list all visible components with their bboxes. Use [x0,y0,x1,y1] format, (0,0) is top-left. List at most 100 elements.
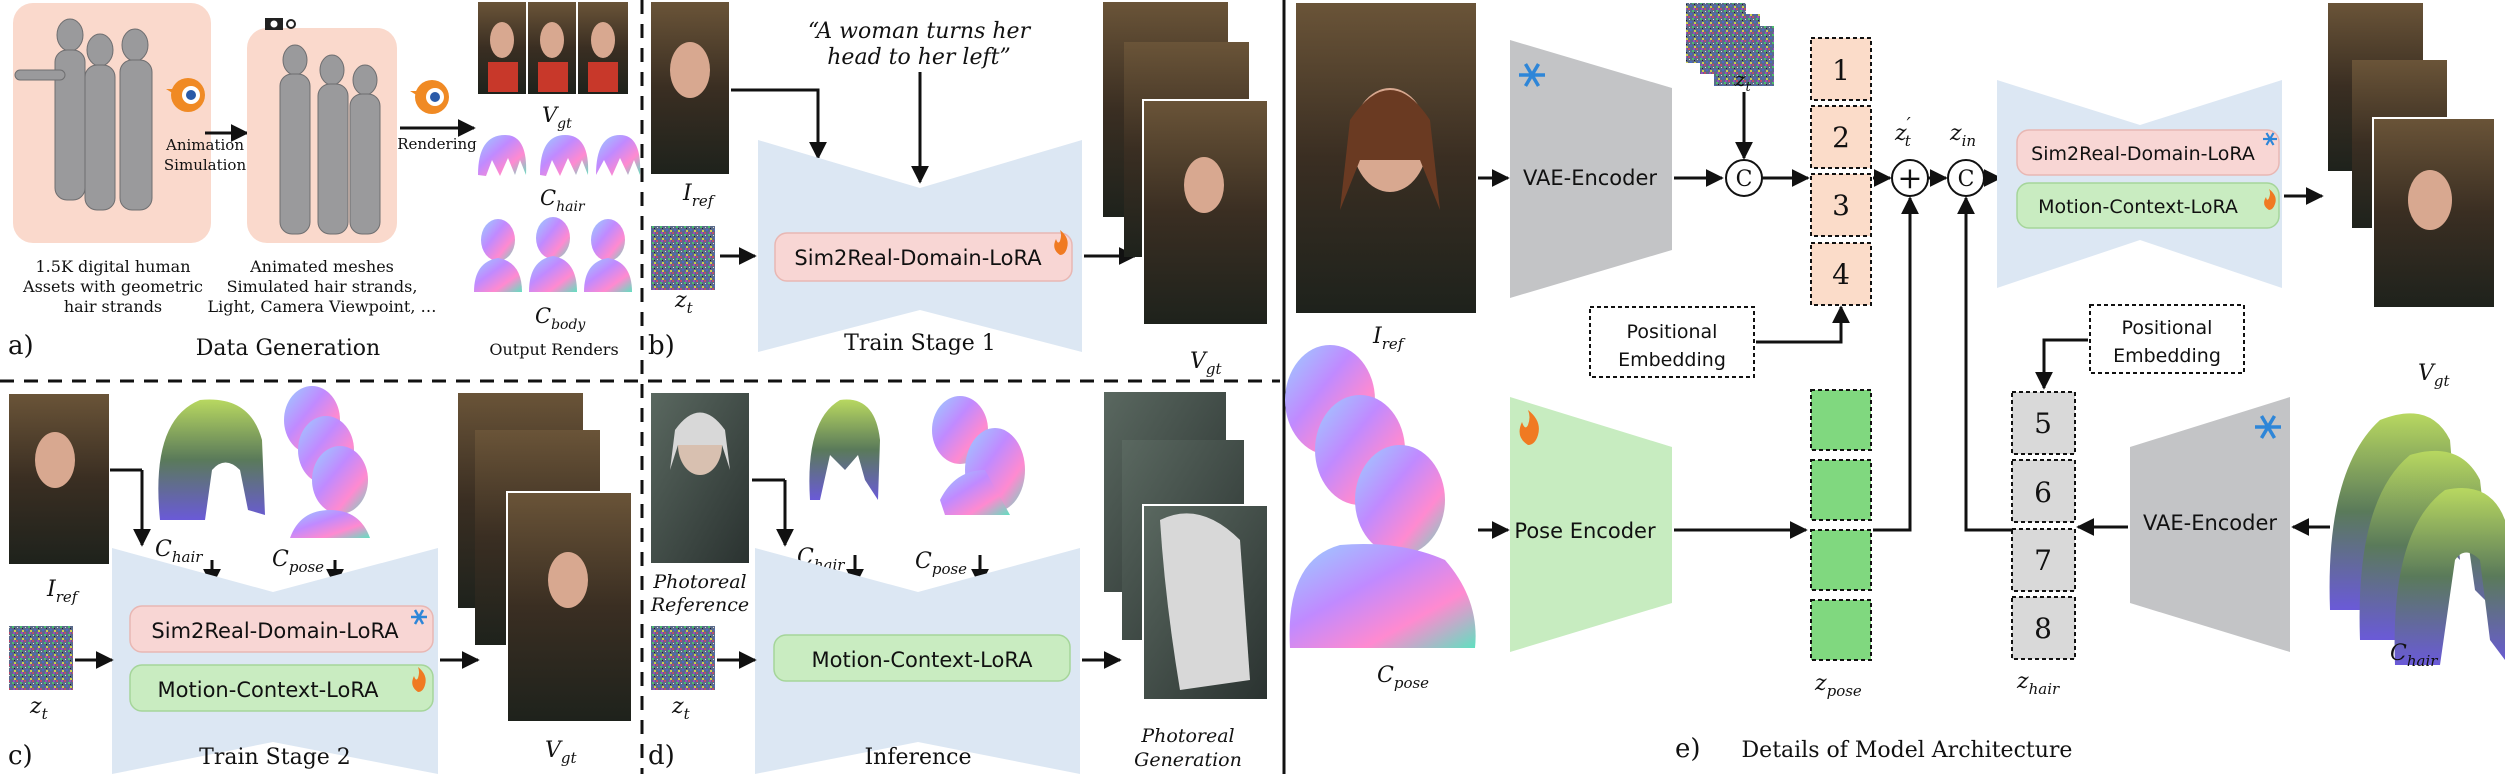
vgt-label-b: Vgt [1190,349,1222,378]
tokens-hair: 5 6 7 8 [2011,391,2076,660]
unet-stage2 [112,548,438,774]
chair-label: Chair [540,186,586,215]
pose-encoder [1510,397,1672,652]
photoreal-ref-caption-1: Photoreal [652,571,746,593]
arrow-pose-plus [1873,196,1919,532]
token-8 [2011,596,2076,660]
hair-geometry-d [809,399,880,500]
token-2 [1810,105,1872,169]
chair-geometry-e [2329,413,2505,665]
cpose-label-c: Cpose [272,547,324,576]
cpose-label-d: Cpose [915,549,967,578]
vgt-label-c: Vgt [545,738,577,767]
lora-motion-c [129,664,434,712]
token-8-label: 8 [2034,612,2052,645]
panel-e-title: Details of Model Architecture [1742,738,2073,763]
prompt-line-1: “A woman turns her [808,19,1032,44]
snowflake-icon [411,609,427,625]
token-6 [2011,459,2076,523]
blender-logo-icon [410,80,449,114]
lora-sim2real-c-label: Sim2Real-Domain-LoRA [151,619,399,643]
zt-label-e: zt [1734,67,1752,95]
iref-label-e: Iref [1372,324,1406,353]
stage1-label: Train Stage 1 [844,331,996,356]
panel-b-letter: b) [648,331,675,361]
hair-geometry-c [158,399,265,520]
arrow-iref [731,88,827,160]
lora-sim2real-e-label: Sim2Real-Domain-LoRA [2031,143,2255,165]
panel-a-letter: a) [8,331,34,361]
animation-label: Animation [165,136,244,154]
token-6-label: 6 [2034,476,2052,509]
cpose-label-e: Cpose [1377,663,1429,692]
photoreal-generation-frames [1104,392,1269,701]
lora-motion-e [2016,182,2280,229]
rendering-label: Rendering [397,135,477,153]
panel-c: Iref zt Chair Cpose Sim2Real-Domain-LoRA… [8,386,633,774]
lora-sim2real-c [129,605,434,653]
zt-prime-label: z′t [1894,114,1912,150]
pos-emb-top-1: Positional [1627,321,1718,343]
pos-emb-top-2: Embedding [1618,349,1726,371]
panel-a-title: Data Generation [196,336,380,361]
iref-label-c: Iref [46,577,80,606]
iref-label: Iref [682,181,716,210]
panel-e: Iref VAE-Encoder zt C 1 2 3 4 Posit [1285,3,2505,764]
noise-zt [651,226,715,290]
vgt-frames-e [2328,3,2496,309]
fire-icon [2264,189,2276,210]
zpose-label: zpose [1814,671,1862,700]
pose-token [1810,599,1872,661]
meshes-caption-2: Simulated hair strands, [227,277,418,296]
fire-icon [1519,410,1539,445]
arrow-posemb-hair [2035,338,2088,390]
token-4-label: 4 [1832,258,1850,291]
cpose-normal-e [1285,345,1476,648]
snowflake-icon [2263,132,2277,146]
panel-e-letter: e) [1675,734,1701,764]
token-5-label: 5 [2034,407,2052,440]
token-3 [1810,173,1872,237]
assets-caption-3: hair strands [64,297,162,316]
pos-emb-bottom-1: Positional [2122,317,2213,339]
concat-op-2-label: C [1958,167,1975,192]
lora-sim2real-b [774,232,1073,282]
panel-d: Photoreal Reference zt Chair Cpose Motio… [648,392,1269,774]
pose-encoder-label: Pose Encoder [1514,519,1656,543]
cbody-renders-image [474,217,632,292]
assets-caption-1: 1.5K digital human [36,257,191,276]
vgt-label: Vgt [542,103,572,132]
stage2-label: Train Stage 2 [199,745,351,770]
inference-label: Inference [864,745,971,770]
panel-d-letter: d) [648,741,675,771]
noise-zt-c [9,626,73,690]
lora-motion-d [773,634,1071,682]
chair-renders-image [478,135,641,176]
panel-c-letter: c) [8,741,33,771]
token-7 [2011,528,2076,592]
token-5 [2011,391,2076,455]
zhair-label: zhair [2016,669,2060,698]
photoreal-gen-caption-1: Photoreal [1140,725,1234,747]
animated-meshes-image [279,44,381,235]
arrow-hair-concat [1957,196,2012,532]
positional-embedding-top [1589,306,1755,378]
vae-encoder-bottom-label: VAE-Encoder [2143,511,2277,535]
lora-sim2real-e [2016,129,2280,176]
noise-stack-e [1686,3,1774,86]
snowflake-icon [2255,415,2281,439]
snowflake-icon [1519,63,1545,87]
vae-encoder-top-label: VAE-Encoder [1523,166,1657,190]
chair-label-c: Chair [155,537,203,566]
pos-emb-bottom-2: Embedding [2113,345,2221,367]
add-op-label: + [1897,161,1922,196]
zin-label: zin [1949,121,1976,150]
assets-caption-2: Assets with geometric [22,277,203,296]
meshes-caption-3: Light, Camera Viewpoint, … [207,297,436,316]
token-1-label: 1 [1832,54,1850,87]
chair-label-e: Chair [2390,641,2438,670]
lora-sim2real-b-label: Sim2Real-Domain-LoRA [794,246,1042,270]
simulation-label: Simulation [164,156,247,174]
token-7-label: 7 [2034,544,2052,577]
